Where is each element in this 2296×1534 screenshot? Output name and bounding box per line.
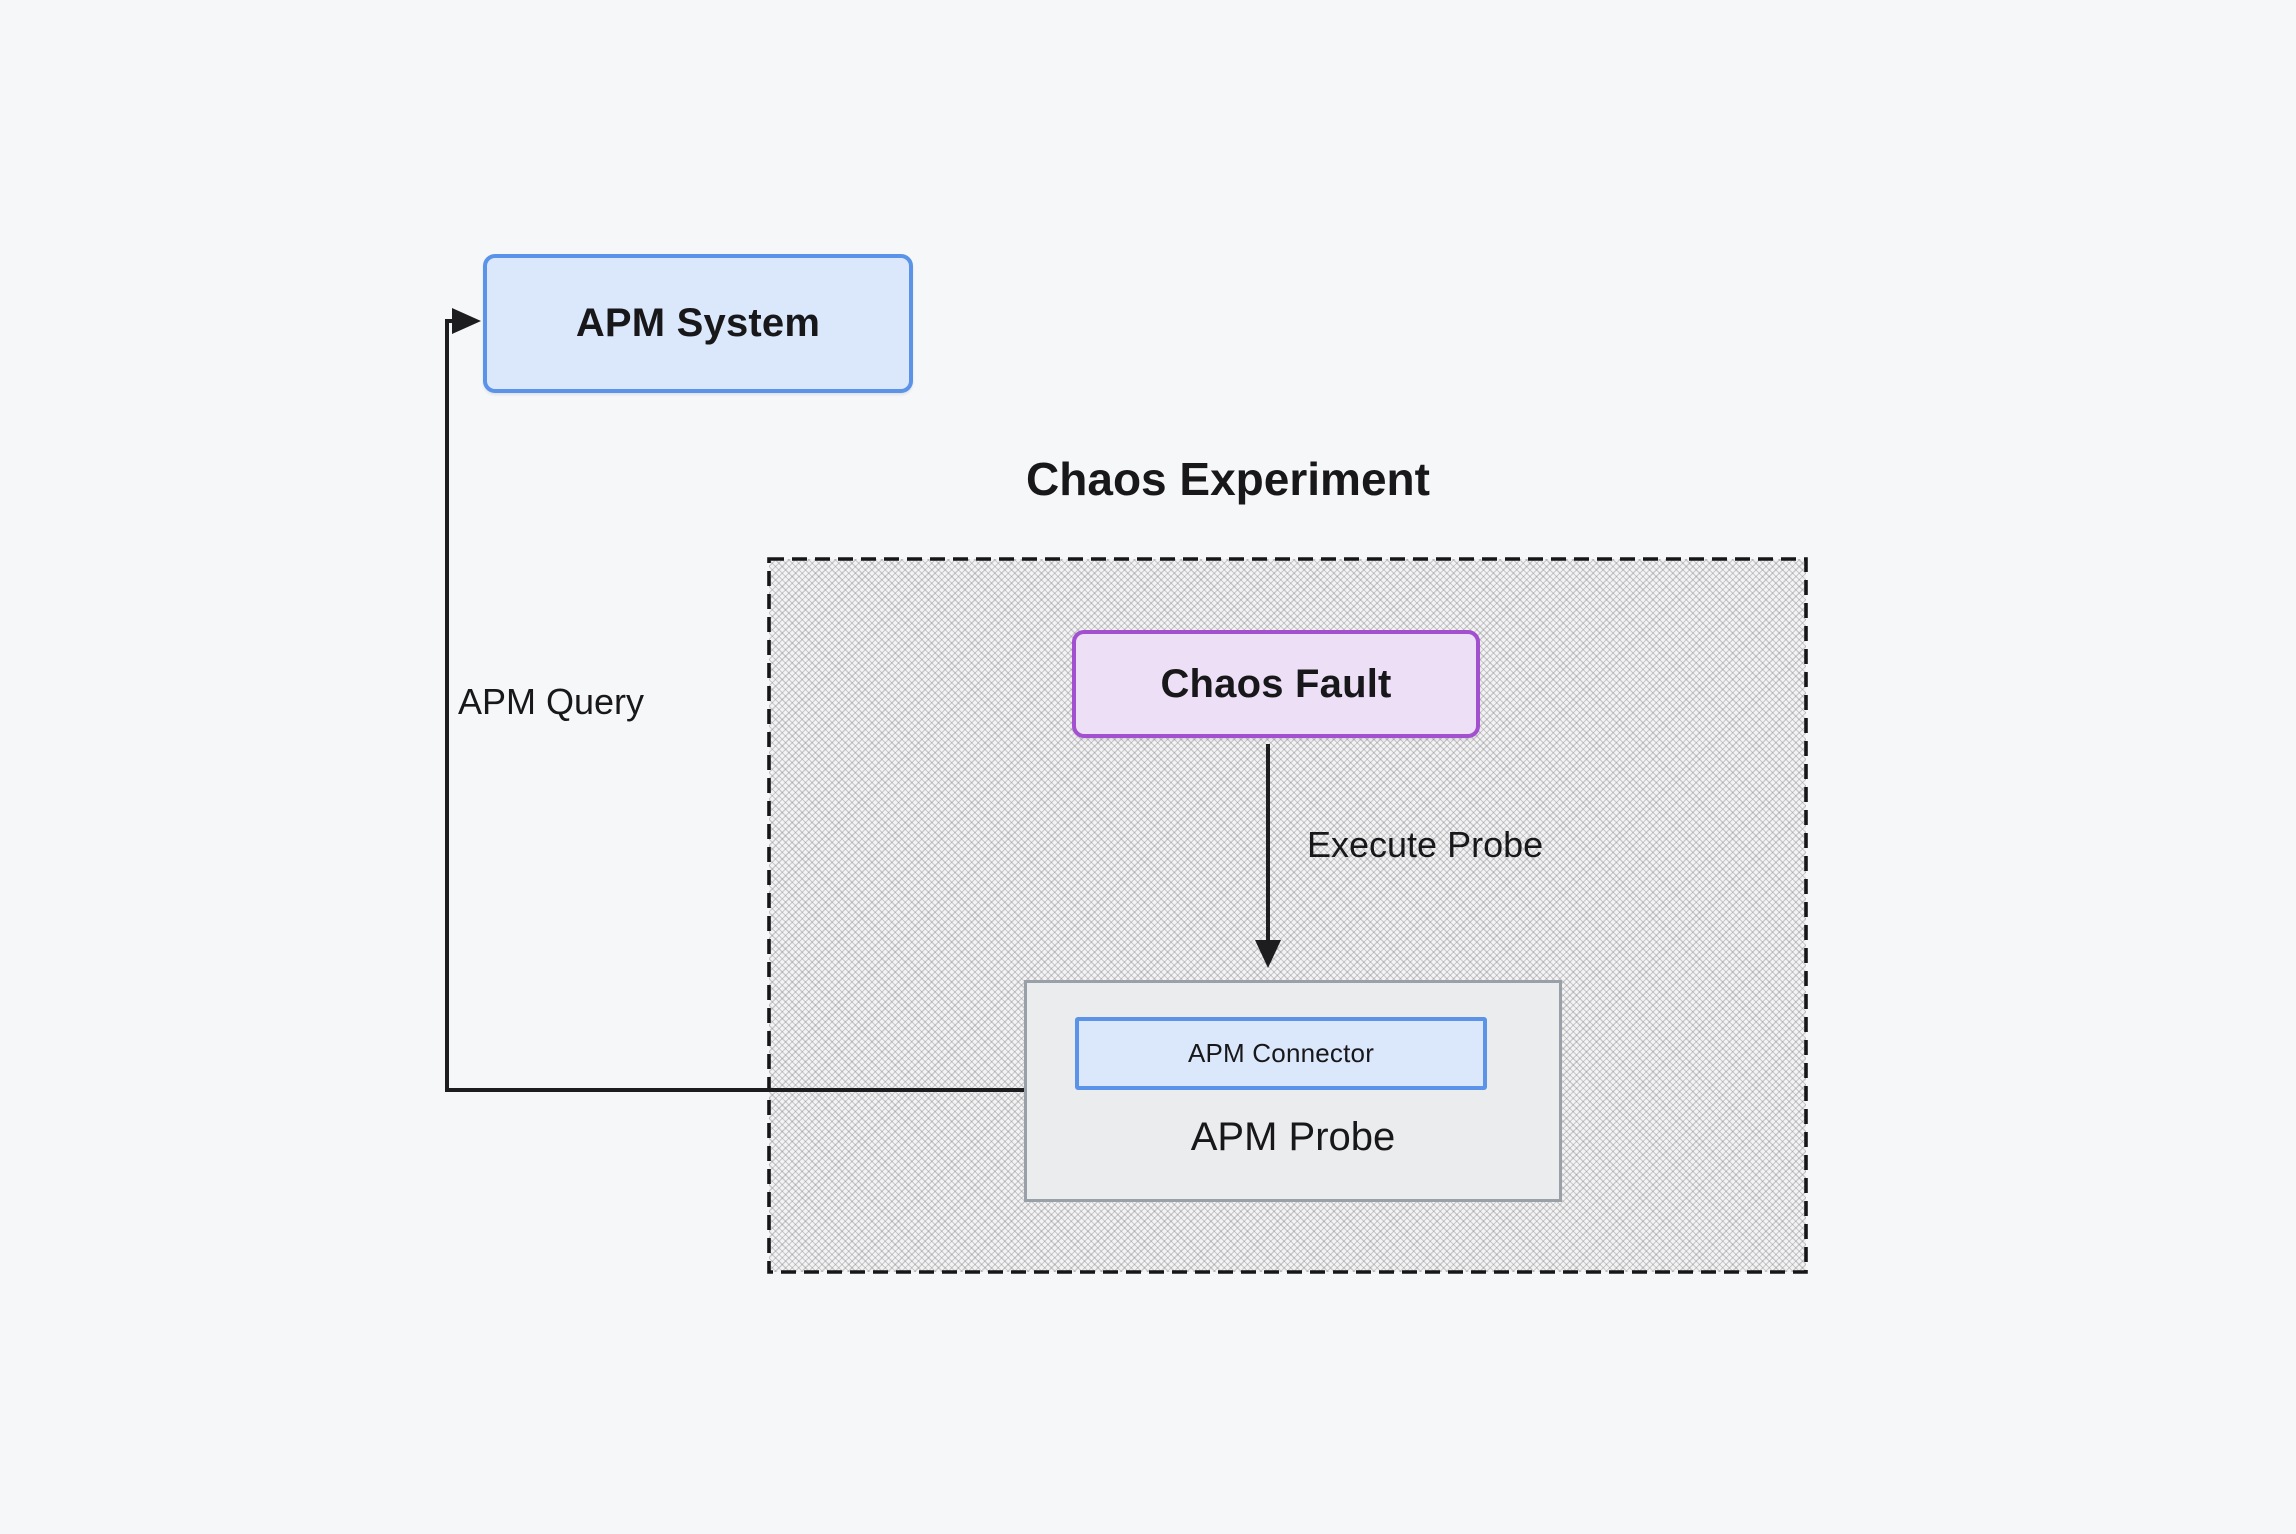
node-chaos-fault: Chaos Fault [1072, 630, 1480, 738]
edge-execute-probe-arrowhead [1255, 940, 1281, 968]
node-apm-probe: APM Connector APM Probe [1024, 980, 1562, 1202]
edge-apm-query-line [445, 319, 1026, 1092]
node-apm-connector: APM Connector [1075, 1017, 1487, 1090]
apm-system-label: APM System [575, 301, 821, 345]
edge-label-apm-query: APM Query [458, 681, 645, 722]
apm-probe-label: APM Probe [1190, 1115, 1396, 1159]
chaos-fault-label: Chaos Fault [1160, 661, 1392, 706]
node-apm-system: APM System [483, 254, 913, 393]
chaos-experiment-title: Chaos Experiment [1026, 453, 1430, 505]
edge-label-execute-probe: Execute Probe [1307, 824, 1544, 865]
edge-apm-query-arrowhead [452, 308, 481, 334]
chaos-experiment-dashed-border [767, 557, 1808, 1274]
apm-connector-label: APM Connector [1187, 1038, 1375, 1068]
